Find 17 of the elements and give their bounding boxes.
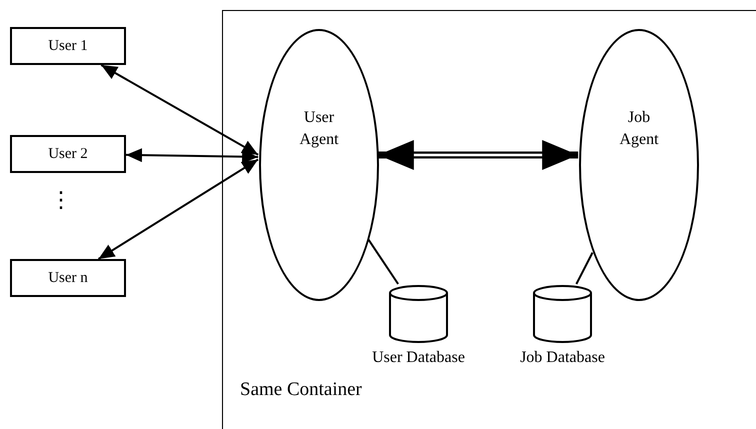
user-box: User n	[10, 259, 126, 297]
database-label: Job Database	[520, 349, 605, 367]
agent-ellipse: User Agent	[259, 29, 379, 301]
arrow	[378, 140, 578, 170]
database-cylinder	[389, 285, 448, 343]
connector-line	[367, 238, 399, 285]
arrow	[126, 148, 258, 164]
container-box	[222, 10, 756, 429]
user-box: User 1	[10, 27, 126, 65]
arrow	[98, 158, 259, 260]
container-label: Same Container	[240, 379, 362, 401]
user-box: User 2	[10, 135, 126, 173]
arrow	[100, 64, 259, 156]
database-label: User Database	[372, 349, 465, 367]
ellipsis-mark: ⋮	[50, 190, 72, 212]
database-cylinder	[533, 285, 592, 343]
connector-line	[576, 252, 594, 284]
